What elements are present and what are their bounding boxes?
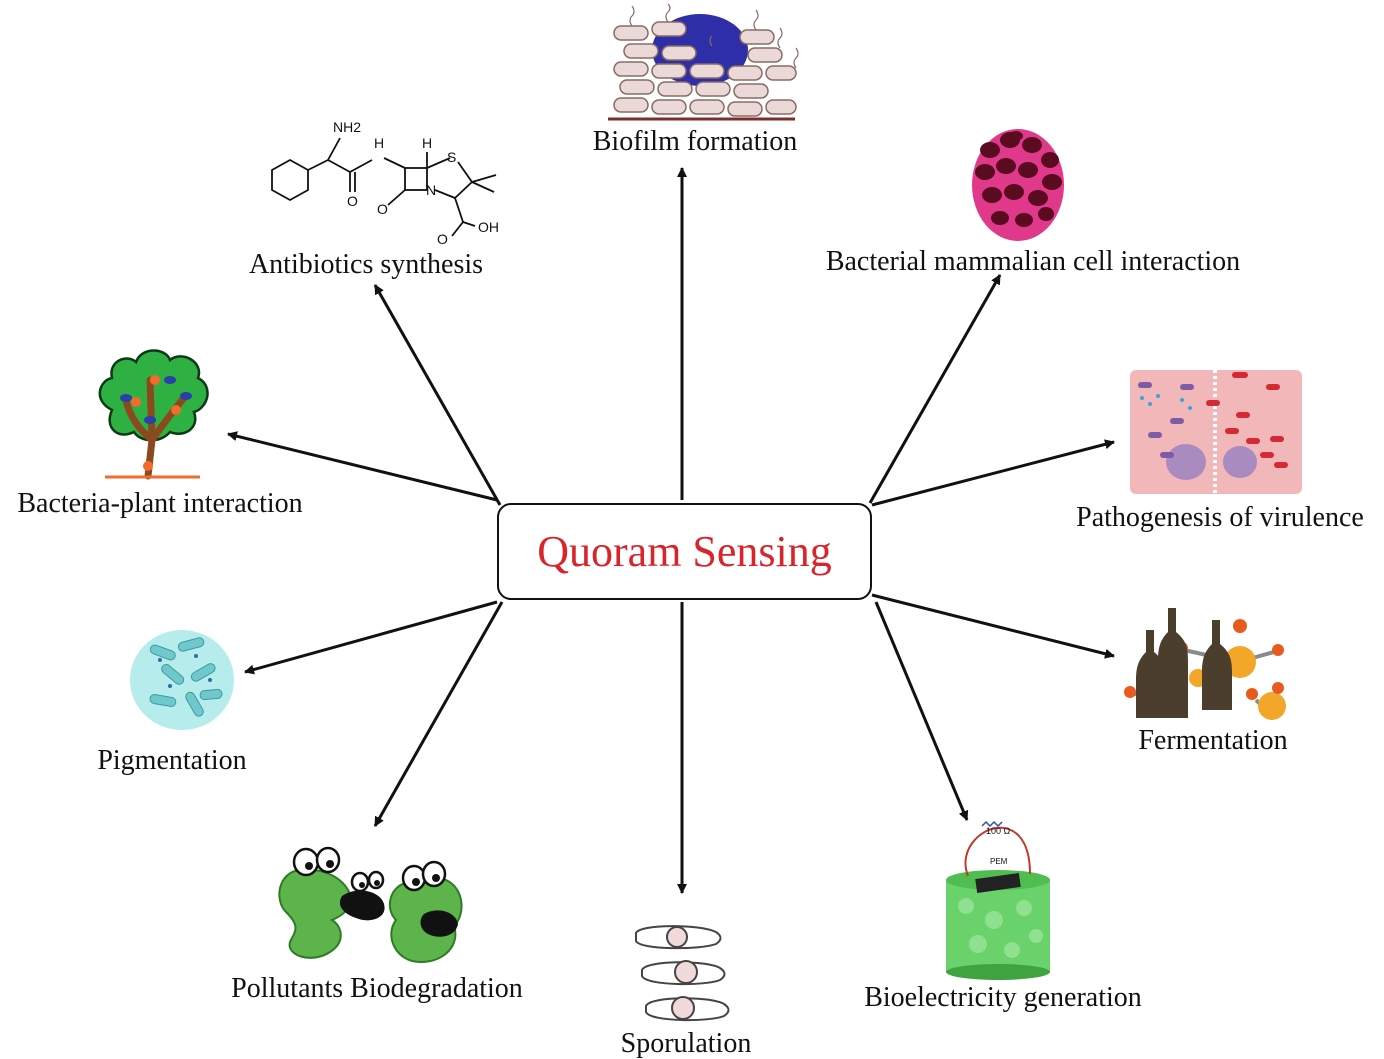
label-virulence: Pathogenesis of virulence	[1076, 502, 1364, 533]
center-node-label: Quoram Sensing	[537, 527, 832, 576]
svg-text:O: O	[347, 193, 358, 209]
tree-icon	[98, 349, 209, 480]
label-mammalian: Bacterial mammalian cell interaction	[826, 246, 1240, 277]
svg-text:NH2: NH2	[333, 119, 361, 135]
label-antibiotics: Antibiotics synthesis	[249, 249, 483, 280]
bottles-icon	[1124, 608, 1286, 720]
svg-text:PEM: PEM	[990, 857, 1008, 866]
arrow-pigmentation	[244, 600, 498, 675]
arrow-biodegradation	[373, 601, 504, 827]
bacteria-pigment-icon	[130, 630, 234, 730]
svg-text:O: O	[437, 231, 448, 247]
svg-text:OH: OH	[478, 219, 499, 235]
spores-icon	[635, 925, 730, 1022]
molecule-icon	[271, 137, 497, 237]
label-sporulation: Sporulation	[621, 1028, 752, 1059]
svg-text:100 Ω: 100 Ω	[986, 826, 1011, 836]
biofilm-icon	[608, 3, 799, 121]
svg-text:S: S	[447, 149, 456, 165]
arrows	[227, 167, 1115, 894]
svg-text:H: H	[422, 135, 432, 151]
cell-cluster-icon	[972, 129, 1064, 241]
svg-text:N: N	[426, 182, 436, 198]
fuel-cell-icon: 100 Ω PEM	[946, 820, 1050, 980]
svg-text:H: H	[374, 135, 384, 151]
tissue-icon	[1130, 370, 1302, 494]
arrow-fermentation	[871, 593, 1115, 659]
arrow-bioelectricity	[874, 601, 969, 821]
label-plant: Bacteria-plant interaction	[17, 488, 302, 519]
label-biodegradation: Pollutants Biodegradation	[231, 973, 523, 1004]
label-pigmentation: Pigmentation	[97, 745, 246, 776]
arrow-plant	[227, 431, 498, 502]
arrow-virulence	[871, 439, 1115, 507]
label-fermentation: Fermentation	[1138, 725, 1287, 756]
arrow-antibiotics	[373, 284, 502, 506]
center-node-quorum-sensing: Quoram Sensing	[497, 503, 872, 600]
svg-text:O: O	[377, 201, 388, 217]
arrow-mammalian	[868, 274, 1002, 504]
label-biofilm: Biofilm formation	[593, 126, 798, 157]
microbe-cartoon-icon	[278, 846, 463, 964]
label-bioelectricity: Bioelectricity generation	[864, 982, 1142, 1013]
molecule-atom-labels: NH2 H H S N OH O O O	[333, 119, 499, 247]
